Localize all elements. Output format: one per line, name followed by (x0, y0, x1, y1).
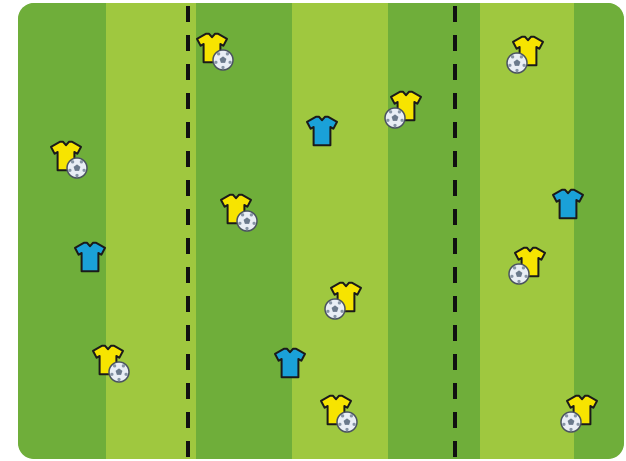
football-patch (245, 227, 248, 230)
football-patch (329, 301, 332, 304)
football-patch (110, 373, 113, 376)
football-patch (515, 69, 518, 72)
football-icon (509, 264, 529, 284)
football-patch (389, 110, 392, 113)
grass-stripe (388, 3, 480, 459)
football-patch (569, 428, 572, 431)
football-patch (113, 364, 116, 367)
football-patch (565, 414, 568, 417)
football-patch (341, 310, 344, 313)
football-patch (83, 169, 86, 172)
football-icon (385, 108, 405, 128)
football-patch (513, 266, 516, 269)
football-icon (67, 158, 87, 178)
football-patch (522, 266, 525, 269)
football-patch (401, 119, 404, 122)
football-patch (80, 160, 83, 163)
football-patch (525, 275, 528, 278)
football-patch (125, 373, 128, 376)
football-patch (398, 110, 401, 113)
football-patch (562, 423, 565, 426)
football-patch (511, 55, 514, 58)
football-icon (237, 211, 257, 231)
football-patch (350, 414, 353, 417)
football-icon (507, 53, 527, 73)
football-patch (353, 423, 356, 426)
football-patch (250, 213, 253, 216)
football-patch (520, 55, 523, 58)
football-patch (577, 423, 580, 426)
football-patch (523, 64, 526, 67)
grass-stripe (574, 3, 624, 459)
football-patch (71, 160, 74, 163)
grass-stripe (292, 3, 388, 459)
football-icon (109, 362, 129, 382)
grass-stripe (18, 3, 106, 459)
football-patch (221, 66, 224, 69)
football-patch (229, 61, 232, 64)
football-patch (338, 301, 341, 304)
football-icon (337, 412, 357, 432)
football-patch (214, 61, 217, 64)
grass-stripe (106, 3, 196, 459)
football-patch (241, 213, 244, 216)
football-patch (341, 414, 344, 417)
football-patch (345, 428, 348, 431)
grass-stripe (480, 3, 574, 459)
football-icon (213, 50, 233, 70)
football-patch (574, 414, 577, 417)
football-patch (217, 52, 220, 55)
football-patch (508, 64, 511, 67)
football-patch (517, 280, 520, 283)
football-patch (68, 169, 71, 172)
football-patch (226, 52, 229, 55)
football-patch (117, 378, 120, 381)
football-patch (253, 222, 256, 225)
football-patch (326, 310, 329, 313)
football-patch (386, 119, 389, 122)
football-patch (75, 174, 78, 177)
football-patch (393, 124, 396, 127)
football-icon (325, 299, 345, 319)
football-patch (510, 275, 513, 278)
football-icon (561, 412, 581, 432)
football-patch (238, 222, 241, 225)
football-patch (122, 364, 125, 367)
football-patch (333, 315, 336, 318)
pitch-surface (18, 3, 624, 459)
football-patch (338, 423, 341, 426)
